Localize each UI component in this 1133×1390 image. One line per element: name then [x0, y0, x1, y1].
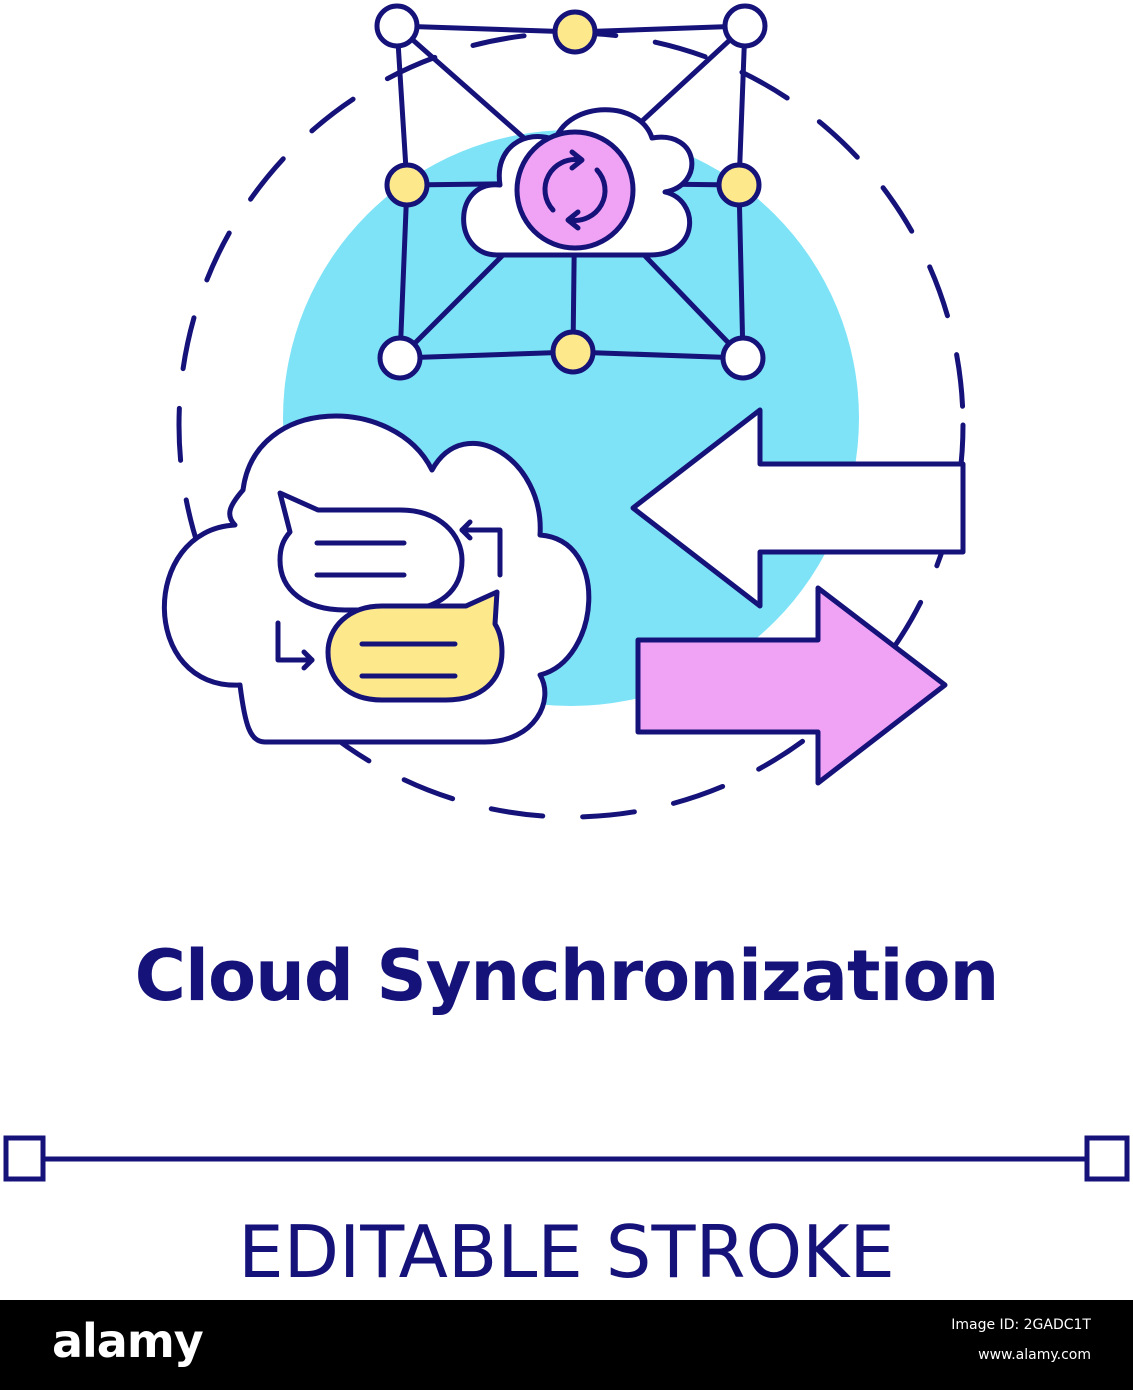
cloud-sync-illustration — [161, 3, 966, 820]
page-title: Cloud Synchronization — [134, 935, 1000, 1017]
sync-circle — [514, 129, 636, 251]
site-url: www.alamy.com — [978, 1347, 1091, 1363]
network-nodes — [374, 3, 768, 381]
footer-bar: alamy Image ID: 2GADC1T www.alamy.com — [0, 1300, 1133, 1390]
editable-stroke-label: EDITABLE STROKE — [238, 1210, 895, 1294]
sync-icon — [542, 149, 608, 231]
stroke-handle-left — [3, 1135, 46, 1182]
stroke-handle-right — [1084, 1135, 1130, 1182]
image-id-text: Image ID: 2GADC1T — [951, 1317, 1091, 1333]
arrow-left-icon — [630, 407, 966, 609]
brand-logo: alamy — [52, 1314, 204, 1368]
editable-stroke-line — [3, 1135, 1130, 1182]
arrow-right-icon — [635, 585, 948, 786]
